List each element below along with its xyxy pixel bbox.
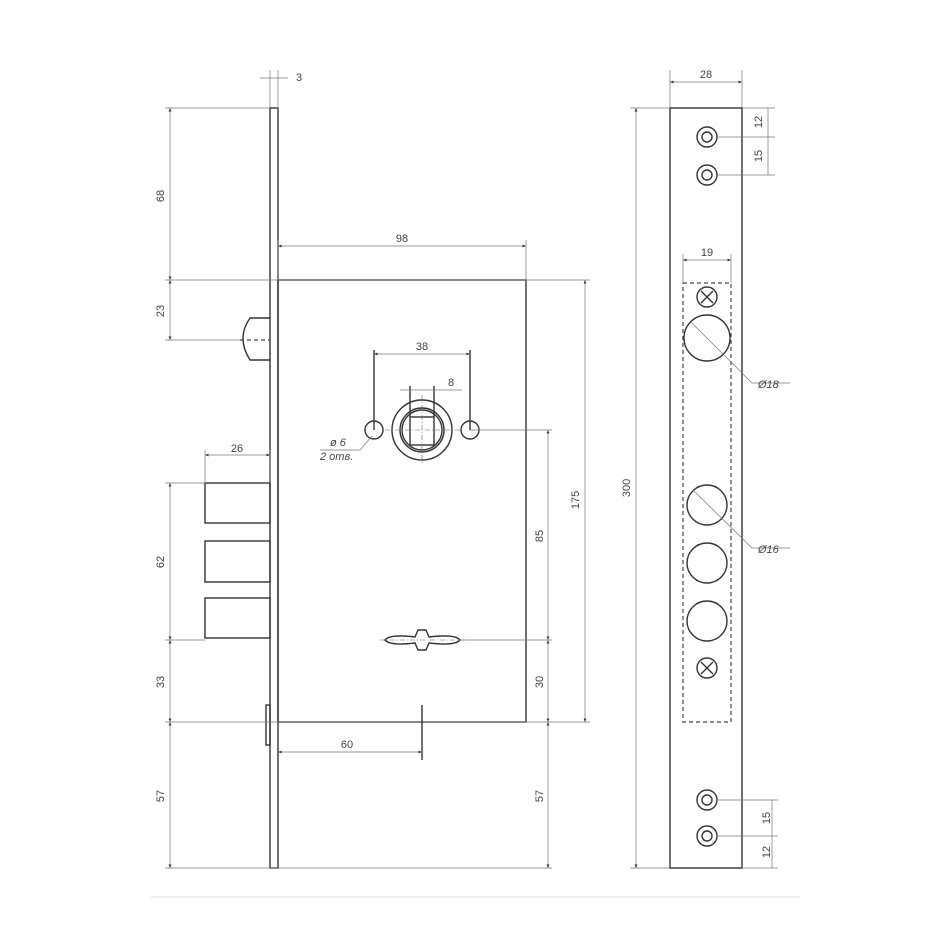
deadbolt bbox=[204, 482, 271, 524]
dim-bottom-hole-2: 12 bbox=[761, 846, 773, 858]
dim-bolt-to-bottom: 33 bbox=[155, 676, 167, 688]
dim-handle-to-key: 85 bbox=[534, 530, 546, 542]
dim-bolt-span: 62 bbox=[155, 556, 167, 568]
dim-plate-length: 300 bbox=[621, 479, 633, 497]
dim-latch-offset: 23 bbox=[155, 305, 167, 317]
small-hole bbox=[686, 600, 728, 642]
dim-body-width: 98 bbox=[396, 233, 408, 245]
deadbolt bbox=[204, 540, 271, 583]
small-hole bbox=[686, 542, 728, 584]
lock-body bbox=[277, 279, 527, 723]
dim-body-height: 175 bbox=[570, 491, 582, 509]
dim-key-to-bottom: 30 bbox=[534, 676, 546, 688]
dim-hole-dia: ø 6 bbox=[330, 437, 347, 449]
screw-hole bbox=[696, 825, 718, 847]
dim-plate-width: 28 bbox=[700, 69, 712, 81]
screw-hole bbox=[696, 126, 718, 148]
dim-large-hole: Ø18 bbox=[757, 379, 780, 391]
dim-hole-spacing: 38 bbox=[416, 341, 428, 353]
screw-hole bbox=[696, 164, 718, 186]
dim-small-hole: Ø16 bbox=[757, 544, 780, 556]
dim-bottom-hole-1: 15 bbox=[761, 812, 773, 824]
faceplate-front bbox=[669, 107, 743, 869]
plate-tab bbox=[265, 704, 271, 746]
dim-top-hole-1: 12 bbox=[753, 116, 765, 128]
screw-cross-icon bbox=[696, 286, 718, 308]
dim-top-to-body: 68 bbox=[155, 190, 167, 202]
dim-top-hole-2: 15 bbox=[753, 150, 765, 162]
faceplate-front-view: 300 28 19 Ø18 Ø16 12 15 15 12 bbox=[621, 69, 790, 869]
spindle-hub bbox=[385, 395, 460, 465]
dim-spindle: 8 bbox=[448, 377, 454, 389]
dim-cylinder-width: 19 bbox=[701, 247, 713, 259]
dim-bolt-projection: 26 bbox=[231, 443, 243, 455]
dim-backset-key: 60 bbox=[341, 739, 353, 751]
dim-bottom-left: 57 bbox=[155, 790, 167, 802]
small-hole bbox=[686, 484, 728, 526]
faceplate bbox=[269, 107, 279, 869]
deadbolt bbox=[204, 597, 271, 639]
dim-plate-thickness: 3 bbox=[296, 72, 302, 84]
dim-bottom-right: 57 bbox=[534, 790, 546, 802]
cylinder-cutout bbox=[682, 282, 732, 723]
screw-cross-icon bbox=[696, 657, 718, 679]
latch-bolt bbox=[242, 317, 270, 361]
screw-hole bbox=[696, 789, 718, 811]
large-hole bbox=[683, 314, 731, 362]
side-view: 3 68 23 98 38 8 ø 6 2 отв. 26 62 33 57 6… bbox=[155, 70, 590, 869]
dim-hole-count: 2 отв. bbox=[319, 451, 353, 463]
